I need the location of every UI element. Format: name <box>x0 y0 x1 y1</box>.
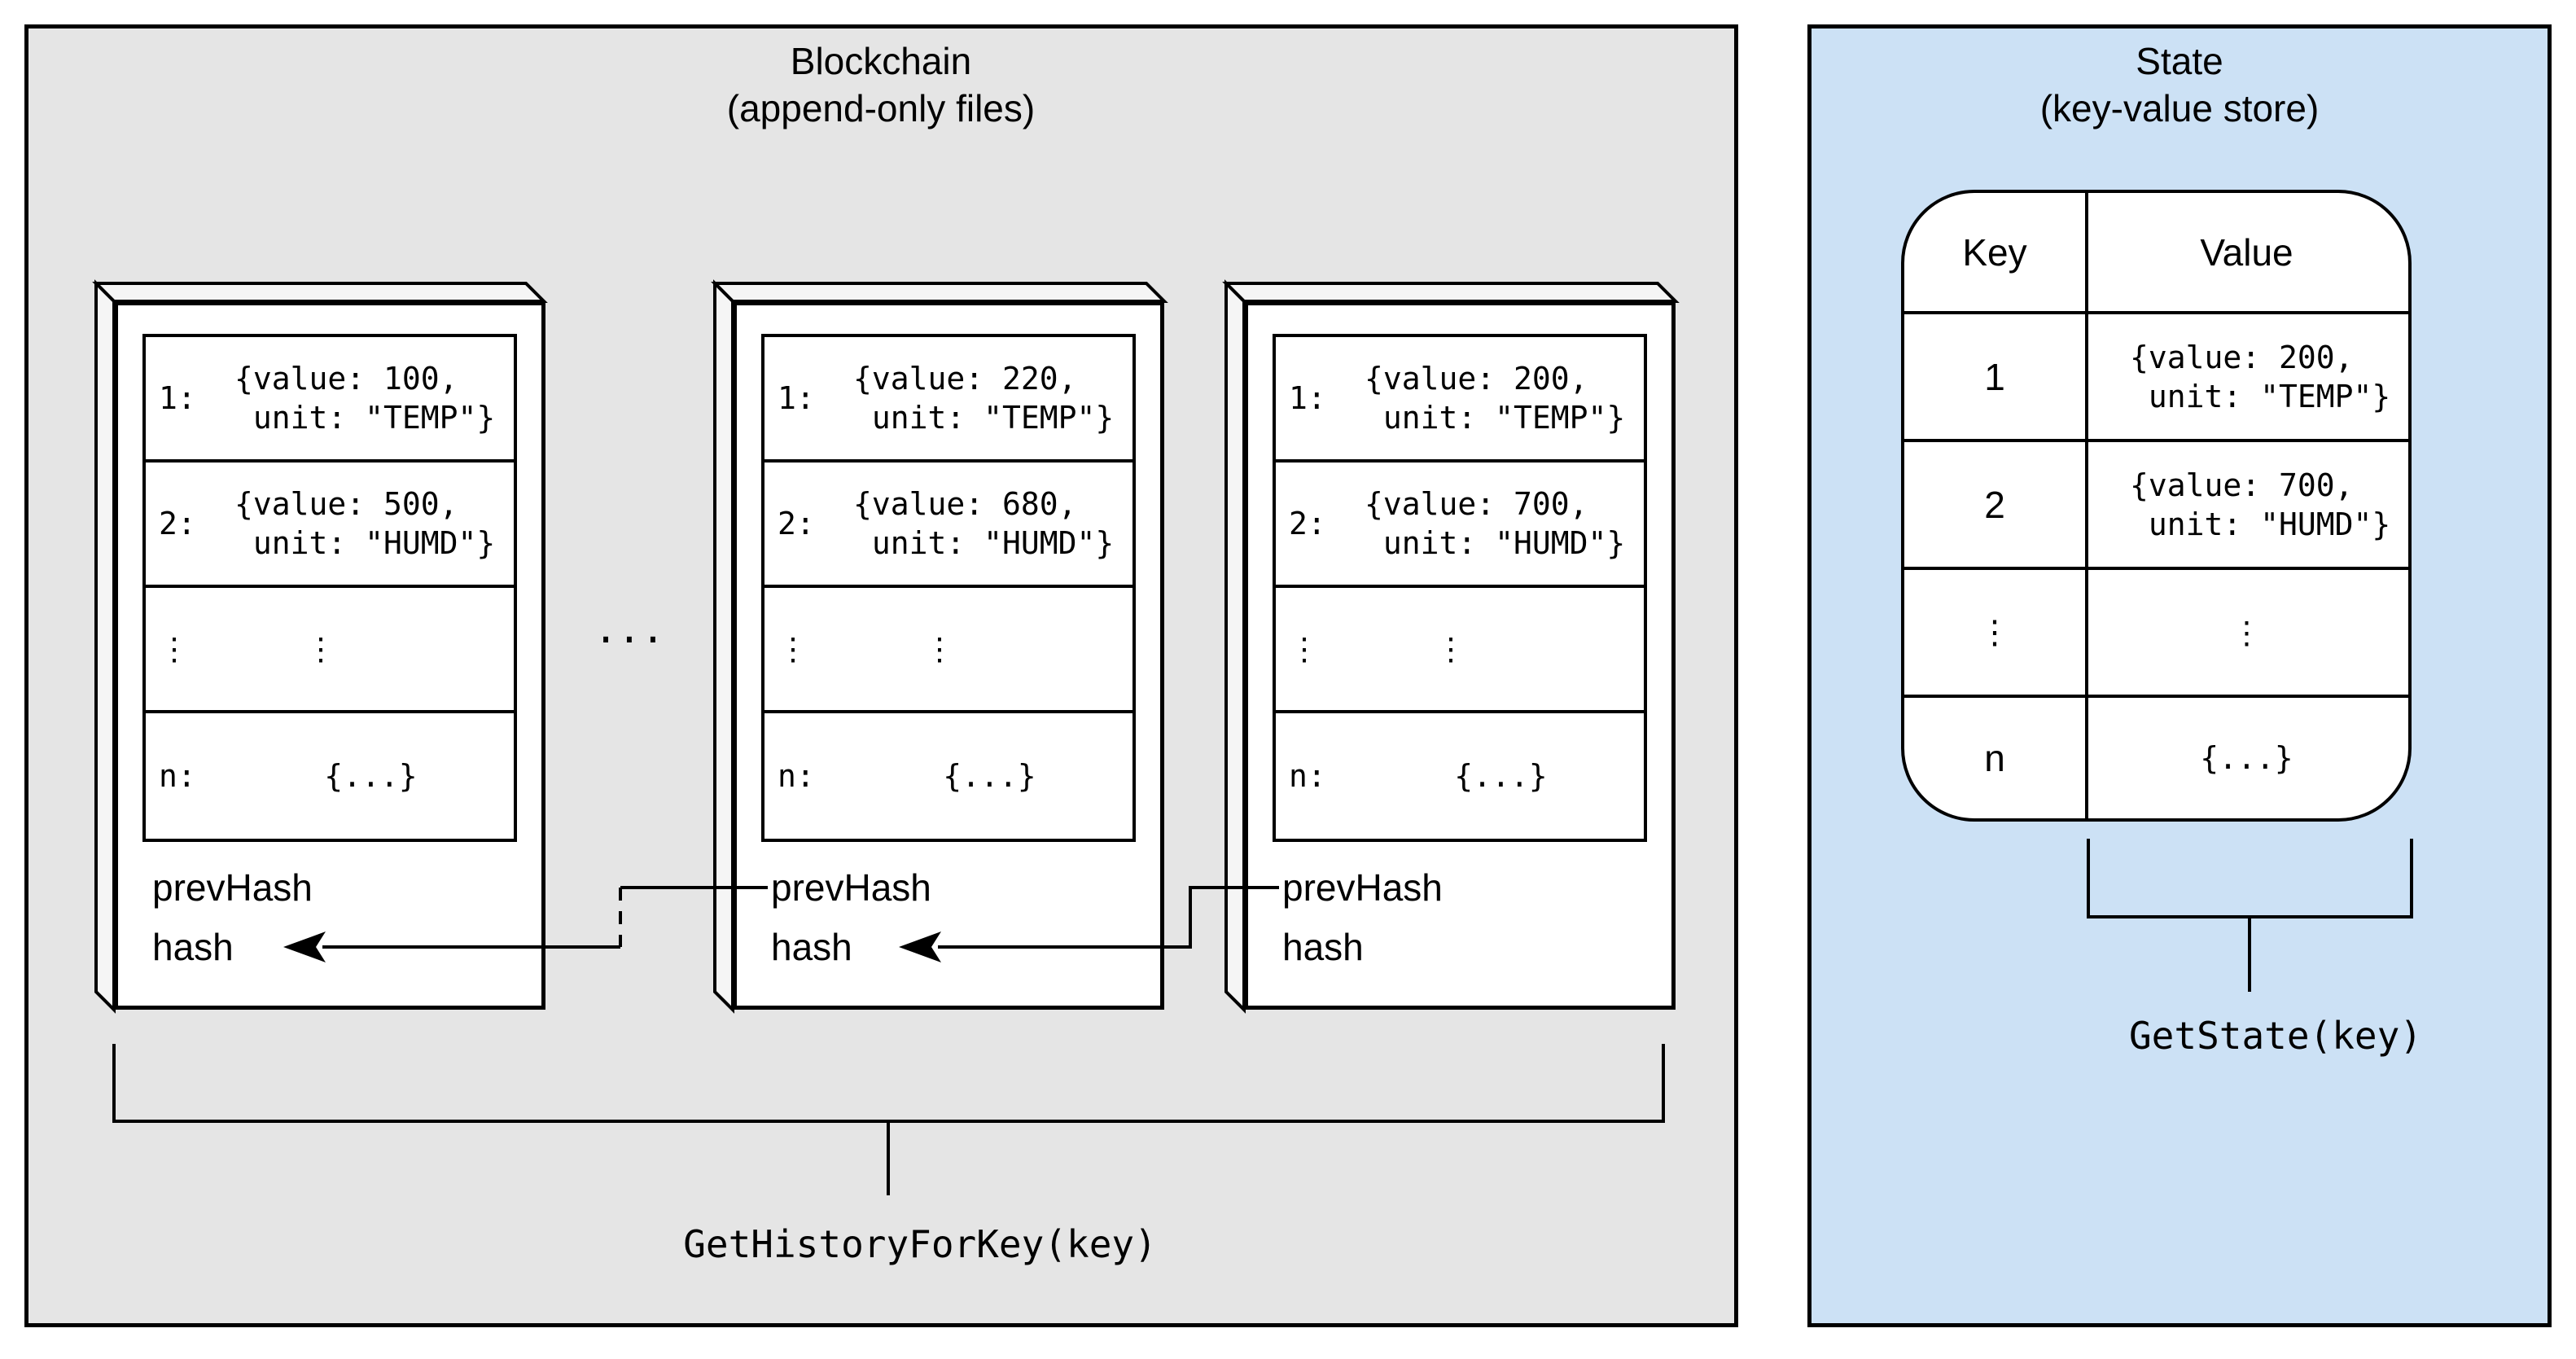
block-1-prevhash-label: prevHash <box>152 866 313 909</box>
row-value: {...} <box>324 758 418 794</box>
state-table-header-value: Value <box>2200 230 2293 274</box>
block-2: 1: {value: 220, unit: "TEMP"} 2: {value:… <box>733 301 1164 1010</box>
block-3-rows: 1: {value: 200, unit: "TEMP"} 2: {value:… <box>1273 334 1647 842</box>
row-key-ellipsis: ⋮ <box>1289 631 1320 667</box>
block-3: 1: {value: 200, unit: "TEMP"} 2: {value:… <box>1244 301 1676 1010</box>
state-row-value-ellipsis: ⋮ <box>2231 614 2263 651</box>
block-row-ellipsis: ⋮ ⋮ <box>764 588 1132 713</box>
block-row: 1: {value: 100, unit: "TEMP"} <box>146 337 514 462</box>
row-key: 2: <box>778 506 815 541</box>
row-key: 1: <box>159 380 196 416</box>
block-2-rows: 1: {value: 220, unit: "TEMP"} 2: {value:… <box>761 334 1136 842</box>
block-3-prevhash-label: prevHash <box>1282 866 1443 909</box>
state-row-value: {value: 200, unit: "TEMP"} <box>2130 339 2391 414</box>
row-value: {value: 220, unit: "TEMP"} <box>853 361 1115 436</box>
state-table-column-divider <box>2085 193 2088 818</box>
block-row: 2: {value: 680, unit: "HUMD"} <box>764 462 1132 588</box>
block-row: 1: {value: 220, unit: "TEMP"} <box>764 337 1132 462</box>
state-title-line2: (key-value store) <box>2039 87 2320 129</box>
state-row-value: {value: 700, unit: "HUMD"} <box>2130 467 2391 542</box>
state-table-header-key: Key <box>1962 230 2027 274</box>
row-value: {value: 700, unit: "HUMD"} <box>1365 486 1626 561</box>
state-table-row-ellipsis: ⋮ ⋮ <box>1904 570 2408 698</box>
block-3-hash-label: hash <box>1282 926 1364 968</box>
row-key: n: <box>778 758 815 794</box>
row-key: n: <box>159 758 196 794</box>
get-state-label: GetState(key) <box>2128 1014 2423 1058</box>
block-row-ellipsis: ⋮ ⋮ <box>146 588 514 713</box>
block-2-prevhash-label: prevHash <box>771 866 931 909</box>
row-key: 2: <box>159 506 196 541</box>
block-row: n: {...} <box>1276 713 1644 839</box>
block-row: n: {...} <box>764 713 1132 839</box>
block-row: 2: {value: 700, unit: "HUMD"} <box>1276 462 1644 588</box>
state-table-row: 1 {value: 200, unit: "TEMP"} <box>1904 314 2408 442</box>
state-row-key: 2 <box>1984 483 2005 526</box>
block-row-ellipsis: ⋮ ⋮ <box>1276 588 1644 713</box>
row-key: 1: <box>778 380 815 416</box>
row-value-ellipsis: ⋮ <box>924 631 955 667</box>
get-history-for-key-label: GetHistoryForKey(key) <box>683 1222 1157 1266</box>
row-key: n: <box>1289 758 1326 794</box>
omitted-blocks-ellipsis: ... <box>594 607 665 652</box>
blockchain-title-line2: (append-only files) <box>726 87 1036 129</box>
block-row: 2: {value: 500, unit: "HUMD"} <box>146 462 514 588</box>
state-title-line1: State <box>2136 40 2223 82</box>
state-title: State (key-value store) <box>1812 37 2548 132</box>
row-value: {...} <box>1454 758 1548 794</box>
row-value: {value: 100, unit: "TEMP"} <box>234 361 496 436</box>
block-row: 1: {value: 200, unit: "TEMP"} <box>1276 337 1644 462</box>
state-row-key-ellipsis: ⋮ <box>1978 613 2011 651</box>
state-table-row: n {...} <box>1904 698 2408 818</box>
state-table-header-row: Key Value <box>1904 193 2408 314</box>
row-value: {value: 680, unit: "HUMD"} <box>853 486 1115 561</box>
row-key-ellipsis: ⋮ <box>159 631 190 667</box>
state-row-key: n <box>1984 737 2005 779</box>
row-value-ellipsis: ⋮ <box>1435 631 1466 667</box>
block-1: 1: {value: 100, unit: "TEMP"} 2: {value:… <box>114 301 545 1010</box>
block-row: n: {...} <box>146 713 514 839</box>
row-key: 2: <box>1289 506 1326 541</box>
row-value: {value: 200, unit: "TEMP"} <box>1365 361 1626 436</box>
row-key: 1: <box>1289 380 1326 416</box>
row-value: {...} <box>943 758 1036 794</box>
row-value-ellipsis: ⋮ <box>305 631 336 667</box>
blockchain-title: Blockchain (append-only files) <box>270 37 1492 132</box>
block-2-hash-label: hash <box>771 926 852 968</box>
blockchain-title-line1: Blockchain <box>790 40 972 82</box>
state-row-key: 1 <box>1984 355 2005 398</box>
state-key-value-table: Key Value 1 {value: 200, unit: "TEMP"} 2… <box>1901 190 2412 822</box>
row-value: {value: 500, unit: "HUMD"} <box>234 486 496 561</box>
block-1-hash-label: hash <box>152 926 234 968</box>
state-row-value: {...} <box>2200 740 2293 776</box>
row-key-ellipsis: ⋮ <box>778 631 808 667</box>
block-1-rows: 1: {value: 100, unit: "TEMP"} 2: {value:… <box>142 334 517 842</box>
state-table-row: 2 {value: 700, unit: "HUMD"} <box>1904 442 2408 570</box>
